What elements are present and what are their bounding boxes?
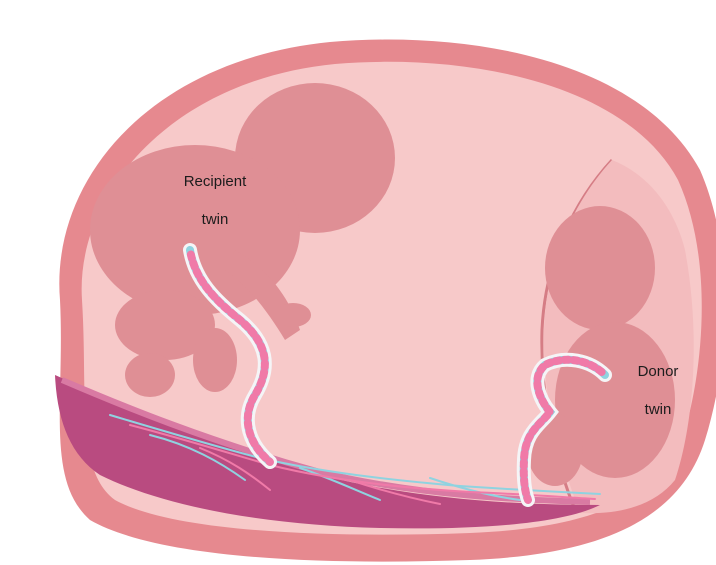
- recipient-label-line1: Recipient: [160, 172, 270, 191]
- recipient-hand: [275, 303, 311, 327]
- donor-label-line2: twin: [625, 400, 691, 419]
- donor-head: [545, 206, 655, 330]
- recipient-foot: [125, 353, 175, 397]
- recipient-leg: [193, 328, 237, 392]
- donor-label-line1: Donor: [625, 362, 691, 381]
- recipient-twin-label: Recipient twin: [160, 153, 270, 248]
- recipient-label-line2: twin: [160, 210, 270, 229]
- donor-twin-label: Donor twin: [625, 343, 691, 438]
